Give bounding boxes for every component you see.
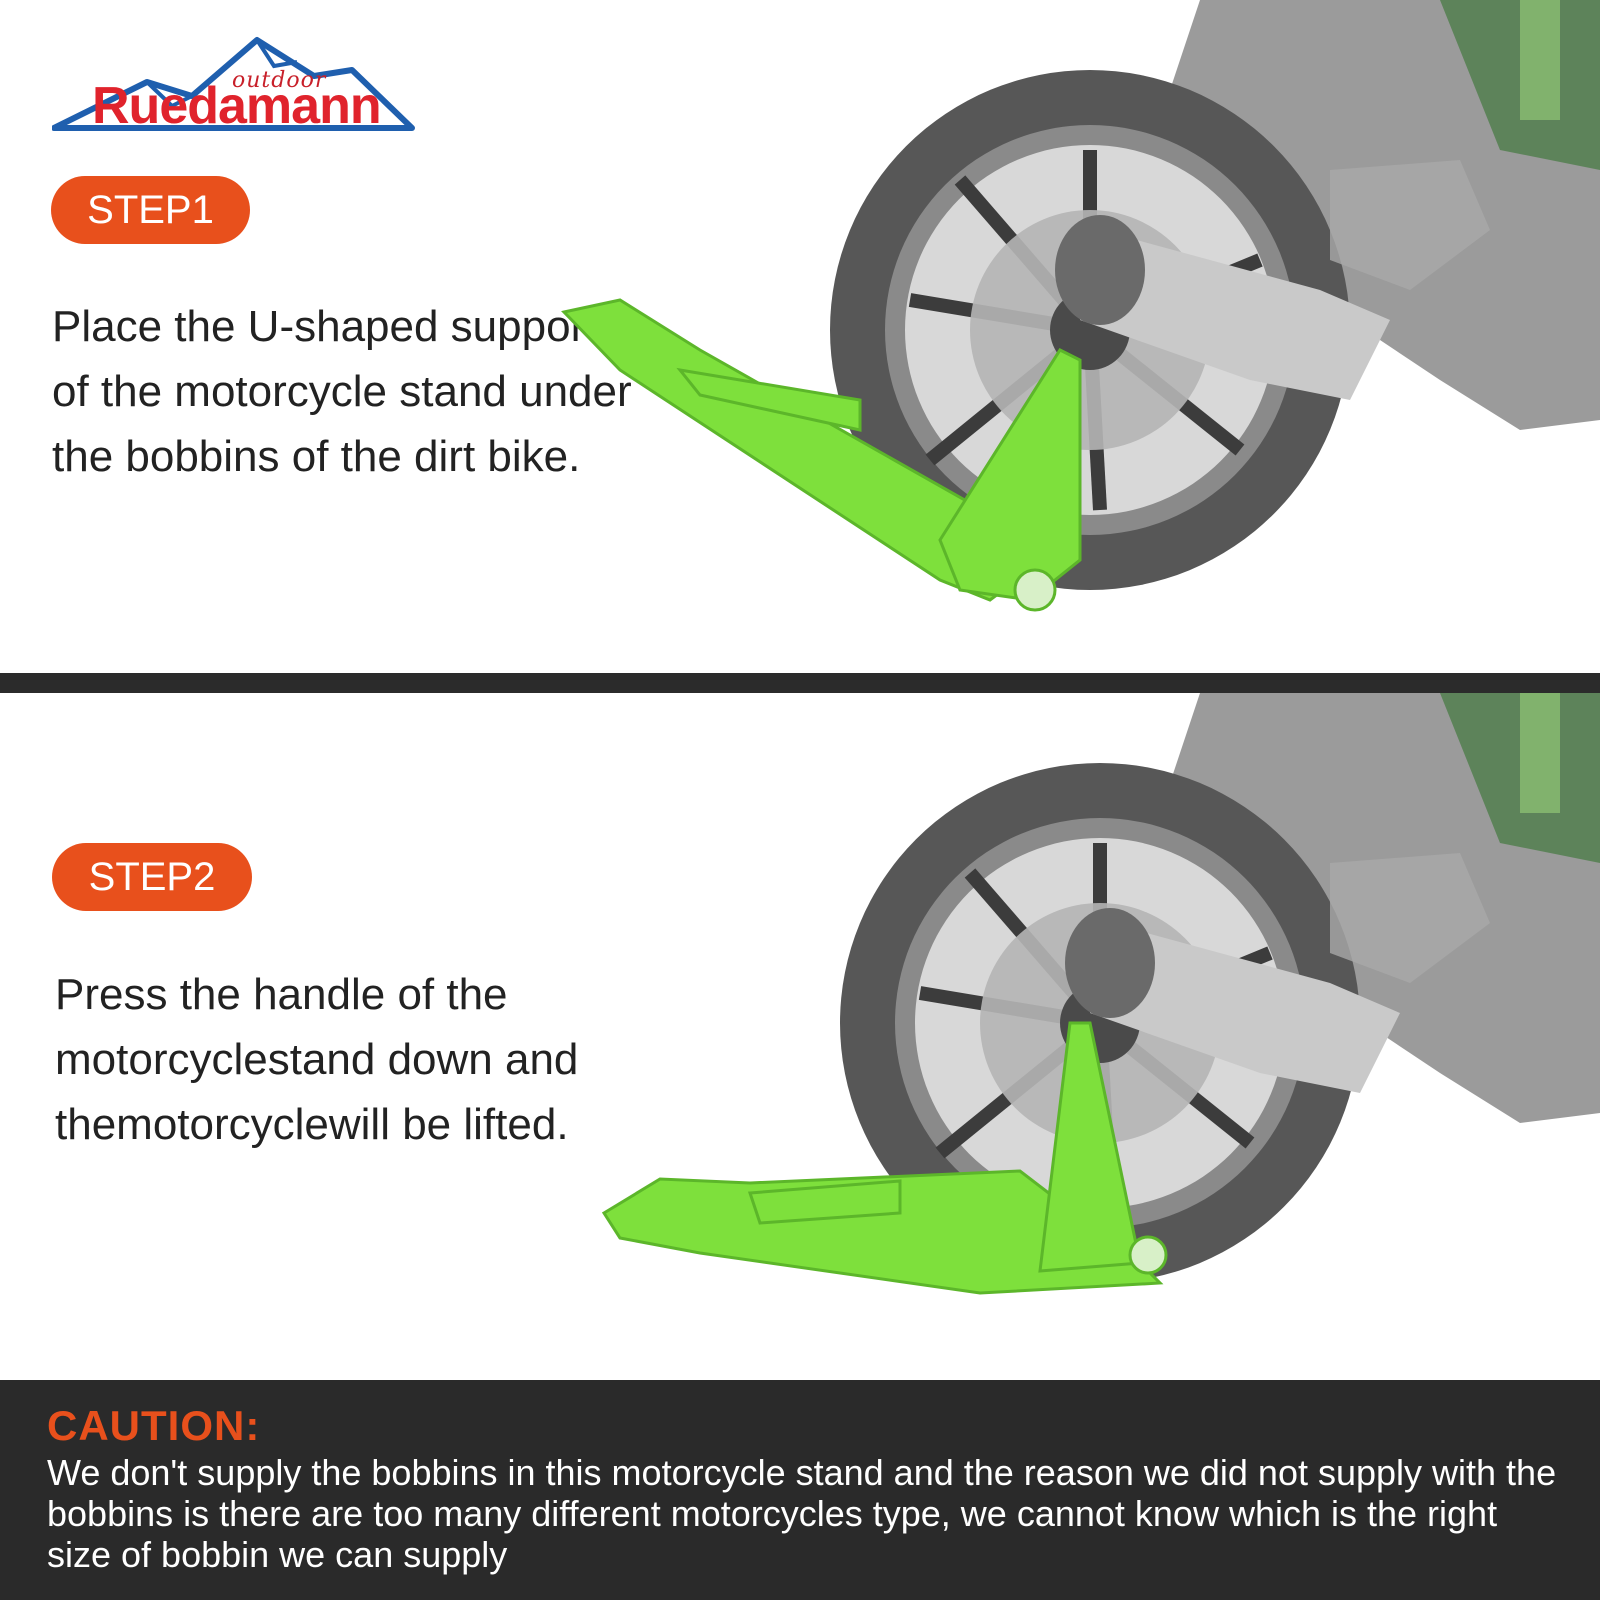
brand-logo: outdoor Ruedamann (52, 36, 422, 136)
section-divider (0, 673, 1600, 693)
caution-title: CAUTION: (47, 1402, 261, 1449)
exhaust-pipe (1090, 923, 1400, 1093)
paddock-stand-icon (601, 1021, 1168, 1295)
step2-text: Press the handle of the motorcyclestand … (55, 970, 579, 1149)
step2-badge: STEP2 (52, 843, 252, 911)
mountain-logo-icon (52, 37, 415, 131)
caution-text: We don't supply the bobbins in this moto… (47, 1452, 1557, 1575)
exhaust-pipe (1080, 230, 1390, 400)
step1-illustration (560, 0, 1600, 673)
brand-tagline: outdoor (232, 68, 327, 93)
paddock-stand-icon (561, 298, 1082, 612)
step1-text: Place the U-shaped support of the motorc… (52, 302, 632, 481)
brand-name: Ruedamann (92, 77, 382, 135)
step1-badge: STEP1 (51, 176, 250, 244)
step2-illustration (600, 693, 1600, 1380)
caution-panel: CAUTION: We don't supply the bobbins in … (0, 1380, 1600, 1600)
